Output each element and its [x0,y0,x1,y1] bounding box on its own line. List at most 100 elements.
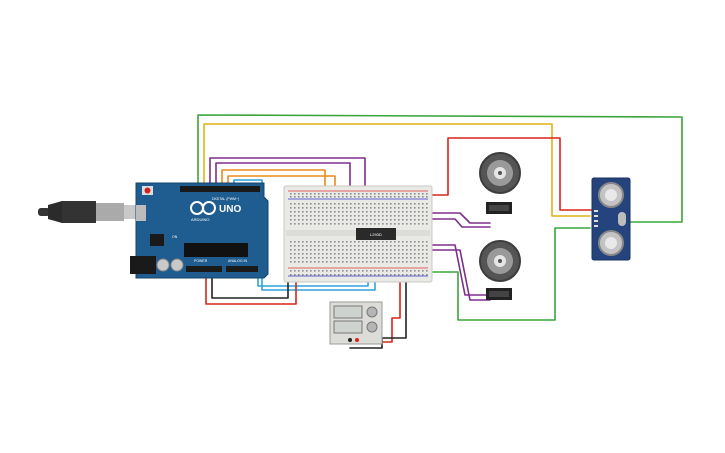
breadboard-hole[interactable] [386,203,388,205]
breadboard-hole[interactable] [350,249,352,251]
breadboard-hole[interactable] [426,241,428,243]
breadboard-hole[interactable] [318,196,320,198]
breadboard-hole[interactable] [322,241,324,243]
breadboard-hole[interactable] [358,257,360,259]
breadboard-hole[interactable] [326,270,328,272]
breadboard-hole[interactable] [338,196,340,198]
supply-terminal-neg[interactable] [348,338,352,342]
breadboard-hole[interactable] [294,223,296,225]
breadboard-hole[interactable] [350,223,352,225]
breadboard-hole[interactable] [426,261,428,263]
breadboard-hole[interactable] [410,207,412,209]
breadboard-hole[interactable] [338,270,340,272]
breadboard-hole[interactable] [334,203,336,205]
breadboard-hole[interactable] [418,207,420,209]
breadboard-hole[interactable] [322,211,324,213]
breadboard-hole[interactable] [370,274,372,276]
breadboard-hole[interactable] [362,253,364,255]
analog-header[interactable] [226,266,258,272]
breadboard-hole[interactable] [374,207,376,209]
breadboard-hole[interactable] [422,261,424,263]
breadboard-hole[interactable] [338,203,340,205]
breadboard-hole[interactable] [370,223,372,225]
breadboard-hole[interactable] [382,193,384,195]
breadboard-hole[interactable] [378,193,380,195]
breadboard-hole[interactable] [398,219,400,221]
breadboard-hole[interactable] [390,207,392,209]
breadboard-hole[interactable] [310,245,312,247]
breadboard-hole[interactable] [298,241,300,243]
breadboard-hole[interactable] [326,253,328,255]
breadboard-hole[interactable] [350,196,352,198]
breadboard-hole[interactable] [414,257,416,259]
breadboard-hole[interactable] [302,261,304,263]
usb-cable[interactable] [38,201,136,223]
breadboard-hole[interactable] [362,223,364,225]
breadboard-hole[interactable] [370,253,372,255]
breadboard-hole[interactable] [374,203,376,205]
breadboard-hole[interactable] [426,203,428,205]
breadboard-hole[interactable] [342,207,344,209]
breadboard-hole[interactable] [414,253,416,255]
breadboard-hole[interactable] [374,223,376,225]
breadboard-hole[interactable] [354,257,356,259]
breadboard-hole[interactable] [394,245,396,247]
breadboard-hole[interactable] [378,215,380,217]
breadboard-hole[interactable] [402,196,404,198]
breadboard-hole[interactable] [326,274,328,276]
breadboard-hole[interactable] [314,274,316,276]
breadboard-hole[interactable] [366,261,368,263]
breadboard-hole[interactable] [306,257,308,259]
breadboard-hole[interactable] [402,253,404,255]
breadboard-hole[interactable] [290,257,292,259]
breadboard-hole[interactable] [290,223,292,225]
power-supply[interactable] [329,301,383,345]
breadboard-hole[interactable] [322,270,324,272]
breadboard-hole[interactable] [366,253,368,255]
breadboard-hole[interactable] [402,215,404,217]
breadboard-hole[interactable] [294,219,296,221]
breadboard-hole[interactable] [290,207,292,209]
breadboard-hole[interactable] [358,249,360,251]
breadboard-hole[interactable] [410,241,412,243]
breadboard-hole[interactable] [314,223,316,225]
breadboard-hole[interactable] [346,207,348,209]
breadboard-hole[interactable] [390,241,392,243]
breadboard-hole[interactable] [414,249,416,251]
breadboard-hole[interactable] [326,261,328,263]
breadboard-hole[interactable] [402,261,404,263]
breadboard-hole[interactable] [358,253,360,255]
breadboard-hole[interactable] [298,207,300,209]
breadboard-hole[interactable] [394,253,396,255]
breadboard-hole[interactable] [290,203,292,205]
breadboard-hole[interactable] [362,249,364,251]
breadboard-hole[interactable] [294,203,296,205]
reset-button-cap[interactable] [144,187,151,194]
breadboard-hole[interactable] [370,211,372,213]
breadboard-hole[interactable] [382,241,384,243]
breadboard-hole[interactable] [290,253,292,255]
breadboard-hole[interactable] [342,241,344,243]
breadboard-hole[interactable] [318,257,320,259]
breadboard-hole[interactable] [390,245,392,247]
breadboard-hole[interactable] [342,193,344,195]
breadboard-hole[interactable] [414,219,416,221]
breadboard-hole[interactable] [350,219,352,221]
breadboard-hole[interactable] [290,215,292,217]
breadboard-hole[interactable] [414,261,416,263]
breadboard-hole[interactable] [414,196,416,198]
breadboard-hole[interactable] [314,211,316,213]
breadboard-hole[interactable] [418,270,420,272]
breadboard-hole[interactable] [358,193,360,195]
breadboard-hole[interactable] [410,257,412,259]
breadboard-hole[interactable] [426,245,428,247]
breadboard-hole[interactable] [378,211,380,213]
breadboard-hole[interactable] [410,245,412,247]
breadboard-hole[interactable] [418,193,420,195]
breadboard-hole[interactable] [418,223,420,225]
breadboard-hole[interactable] [362,257,364,259]
breadboard-hole[interactable] [414,223,416,225]
breadboard-hole[interactable] [326,193,328,195]
breadboard-hole[interactable] [422,219,424,221]
breadboard-hole[interactable] [290,245,292,247]
